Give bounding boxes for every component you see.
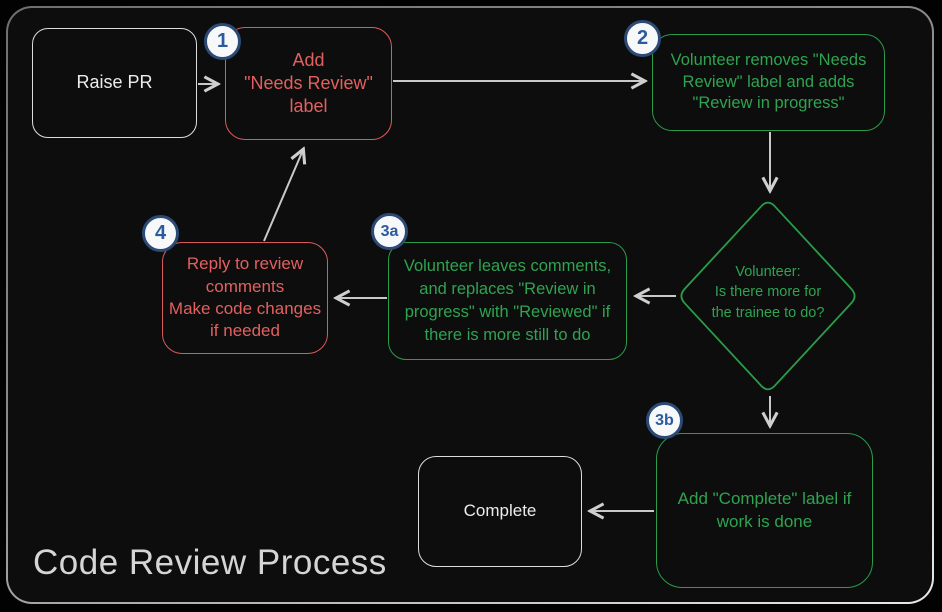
step-badge-2: 2 [624, 20, 661, 57]
diagram-title: Code Review Process [33, 543, 387, 582]
step-badge-3a: 3a [371, 213, 408, 250]
node-volunteer-removes-label: Volunteer removes "Needs Review" label a… [652, 34, 885, 131]
node-raise-pr-label: Raise PR [76, 72, 153, 93]
step-badge-3b: 3b [646, 402, 683, 439]
node-decision-label: Volunteer: Is there more for the trainee… [711, 264, 825, 321]
node-complete-label: Complete [463, 501, 537, 521]
node-reply-to-review: Reply to review comments Make code chang… [162, 242, 328, 354]
node-complete: Complete [418, 456, 582, 567]
node-add-complete-label-text: Add "Complete" label if work is done [677, 489, 852, 531]
node-volunteer-removes-label-text: Volunteer removes "Needs Review" label a… [670, 50, 867, 113]
node-volunteer-leaves-comments: Volunteer leaves comments, and replaces … [388, 242, 627, 360]
node-reply-to-review-label: Reply to review comments Make code chang… [168, 254, 322, 341]
node-volunteer-leaves-comments-label: Volunteer leaves comments, and replaces … [403, 257, 612, 344]
node-add-needs-review: Add "Needs Review" label [225, 27, 392, 140]
node-add-needs-review-label: Add "Needs Review" label [244, 50, 373, 116]
step-badge-4: 4 [142, 215, 179, 252]
node-add-complete-label: Add "Complete" label if work is done [656, 433, 873, 588]
step-badge-1: 1 [204, 23, 241, 60]
node-raise-pr: Raise PR [32, 28, 197, 138]
